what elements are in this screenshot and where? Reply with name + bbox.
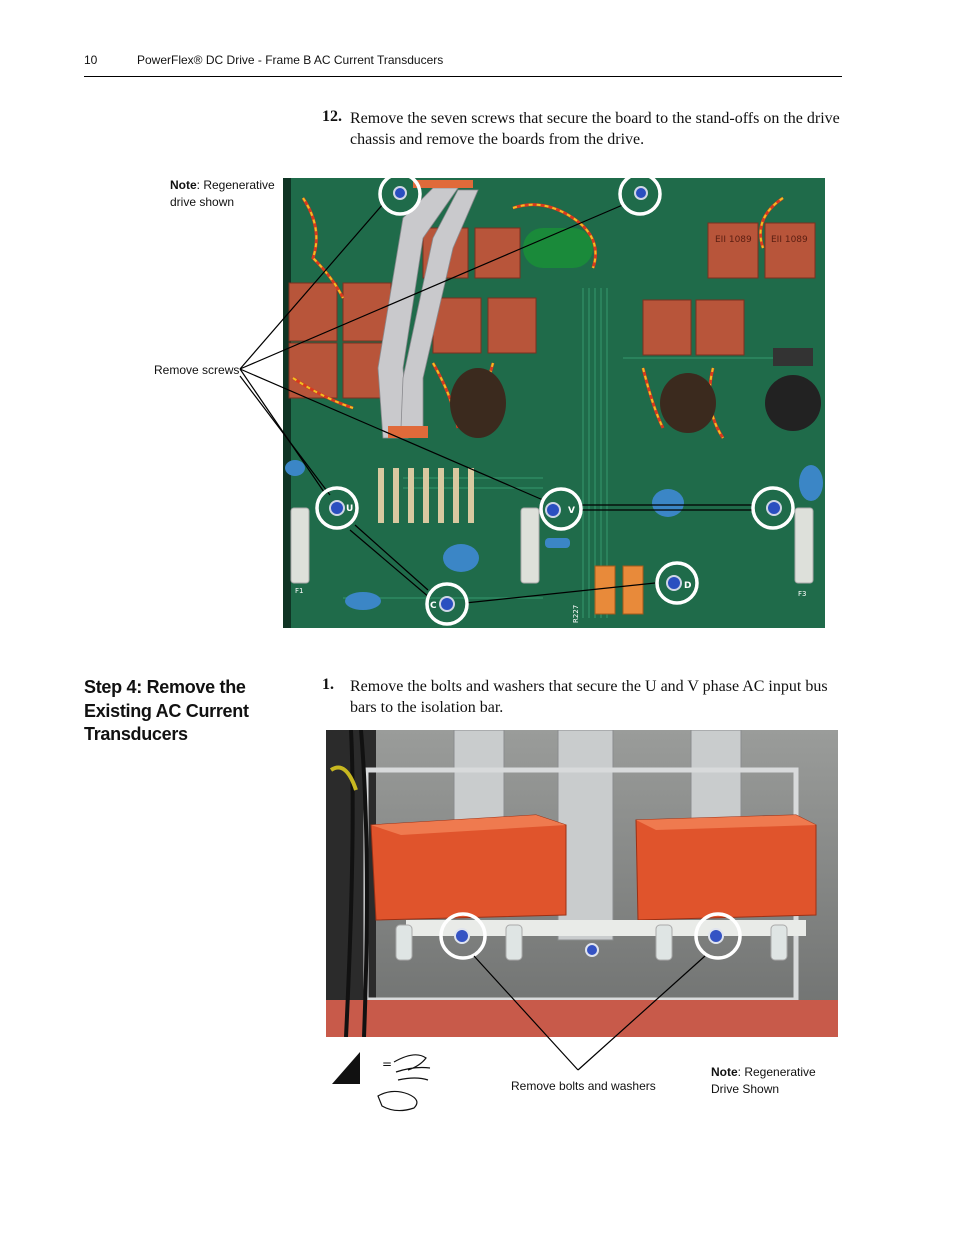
esd-warning-icon: = [332, 1052, 431, 1112]
control-board-illustration: EII 1089 EII 1089 [283, 178, 825, 628]
remove-screws-callout: Remove screws [154, 363, 240, 377]
step-12-text: Remove the seven screws that secure the … [350, 110, 840, 148]
page-number: 10 [84, 53, 98, 67]
running-header: PowerFlex® DC Drive - Frame B AC Current… [137, 53, 444, 67]
figure-1-note: Note: Regenerative drive shown [170, 177, 280, 211]
d-label: D [684, 581, 691, 591]
step-12-number: 12. [322, 108, 342, 125]
remove-bolts-callout: Remove bolts and washers [511, 1079, 656, 1093]
c-label: C [430, 601, 437, 611]
figure-2-note: Note: Regenerative Drive Shown [711, 1064, 821, 1098]
relay-label: EII 1089 [771, 235, 808, 245]
transducer-photo [326, 730, 838, 1037]
control-board-photo: EII 1089 EII 1089 [283, 178, 825, 628]
note-text: : Regenerative Drive Shown [711, 1065, 816, 1096]
transducer-illustration [326, 730, 838, 1037]
note-label: Note [170, 178, 197, 192]
step-1-text: Remove the bolts and washers that secure… [350, 678, 828, 716]
phase-v-label: V [568, 506, 575, 516]
note-label: Note [711, 1065, 738, 1079]
f1-label: F1 [295, 587, 303, 595]
svg-text:=: = [382, 1057, 392, 1071]
step-1-number: 1. [322, 676, 334, 693]
header-rule [84, 76, 842, 77]
relay-label: EII 1089 [715, 235, 752, 245]
note-text: : Regenerative drive shown [170, 178, 275, 209]
section-heading: Step 4: Remove the Existing AC Current T… [84, 677, 249, 744]
phase-u-label: U [346, 504, 353, 514]
f3-label: F3 [798, 590, 806, 598]
r227-label: R227 [572, 605, 580, 623]
